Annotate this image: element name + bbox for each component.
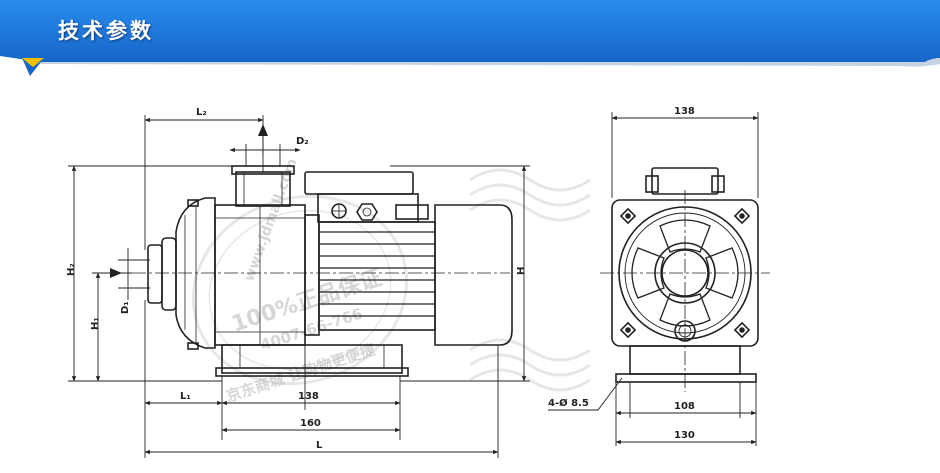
front-dimensions	[548, 112, 759, 446]
motor-fins	[319, 231, 435, 317]
label-front-138: 138	[674, 106, 695, 117]
label-108: 108	[674, 401, 695, 412]
motor-flange	[304, 214, 320, 336]
banner-yellow-accent-icon	[22, 58, 44, 67]
label-L: L	[316, 440, 323, 451]
fan-cover	[434, 204, 513, 346]
side-view	[132, 165, 513, 377]
terminal-nut	[356, 203, 378, 221]
label-H2: H₂	[66, 263, 77, 276]
terminal-box	[304, 171, 414, 195]
label-D2: D₂	[296, 136, 309, 147]
label-L1: L₁	[180, 391, 191, 402]
label-holes: 4-Ø 8.5	[548, 397, 589, 409]
watermark-stamp	[191, 168, 591, 392]
section-title: 技术参数	[58, 19, 154, 43]
front-corner-bolts	[619, 207, 751, 339]
label-D1: D₁	[120, 301, 131, 314]
section-header-banner	[0, 0, 940, 76]
side-dimensions	[68, 115, 530, 458]
holes-leader-line	[548, 377, 623, 411]
label-160: 160	[300, 418, 321, 429]
front-centerlines	[600, 190, 770, 392]
label-H1: H₁	[90, 317, 101, 330]
banner-shadow	[40, 58, 940, 67]
banner-shape	[0, 0, 940, 62]
watermark-line-url: www.jdmall.com	[241, 156, 300, 283]
pump-base	[221, 344, 403, 374]
pump-casing	[175, 197, 216, 349]
pump-dimension-drawing: www.jdmall.com 100%正品保证 4007-66-766 京东商城…	[66, 106, 770, 458]
label-130: 130	[674, 430, 695, 441]
label-L2: L₂	[196, 107, 207, 118]
label-H: H	[516, 267, 527, 275]
inlet-cap	[147, 244, 163, 304]
label-side-138: 138	[298, 391, 319, 402]
